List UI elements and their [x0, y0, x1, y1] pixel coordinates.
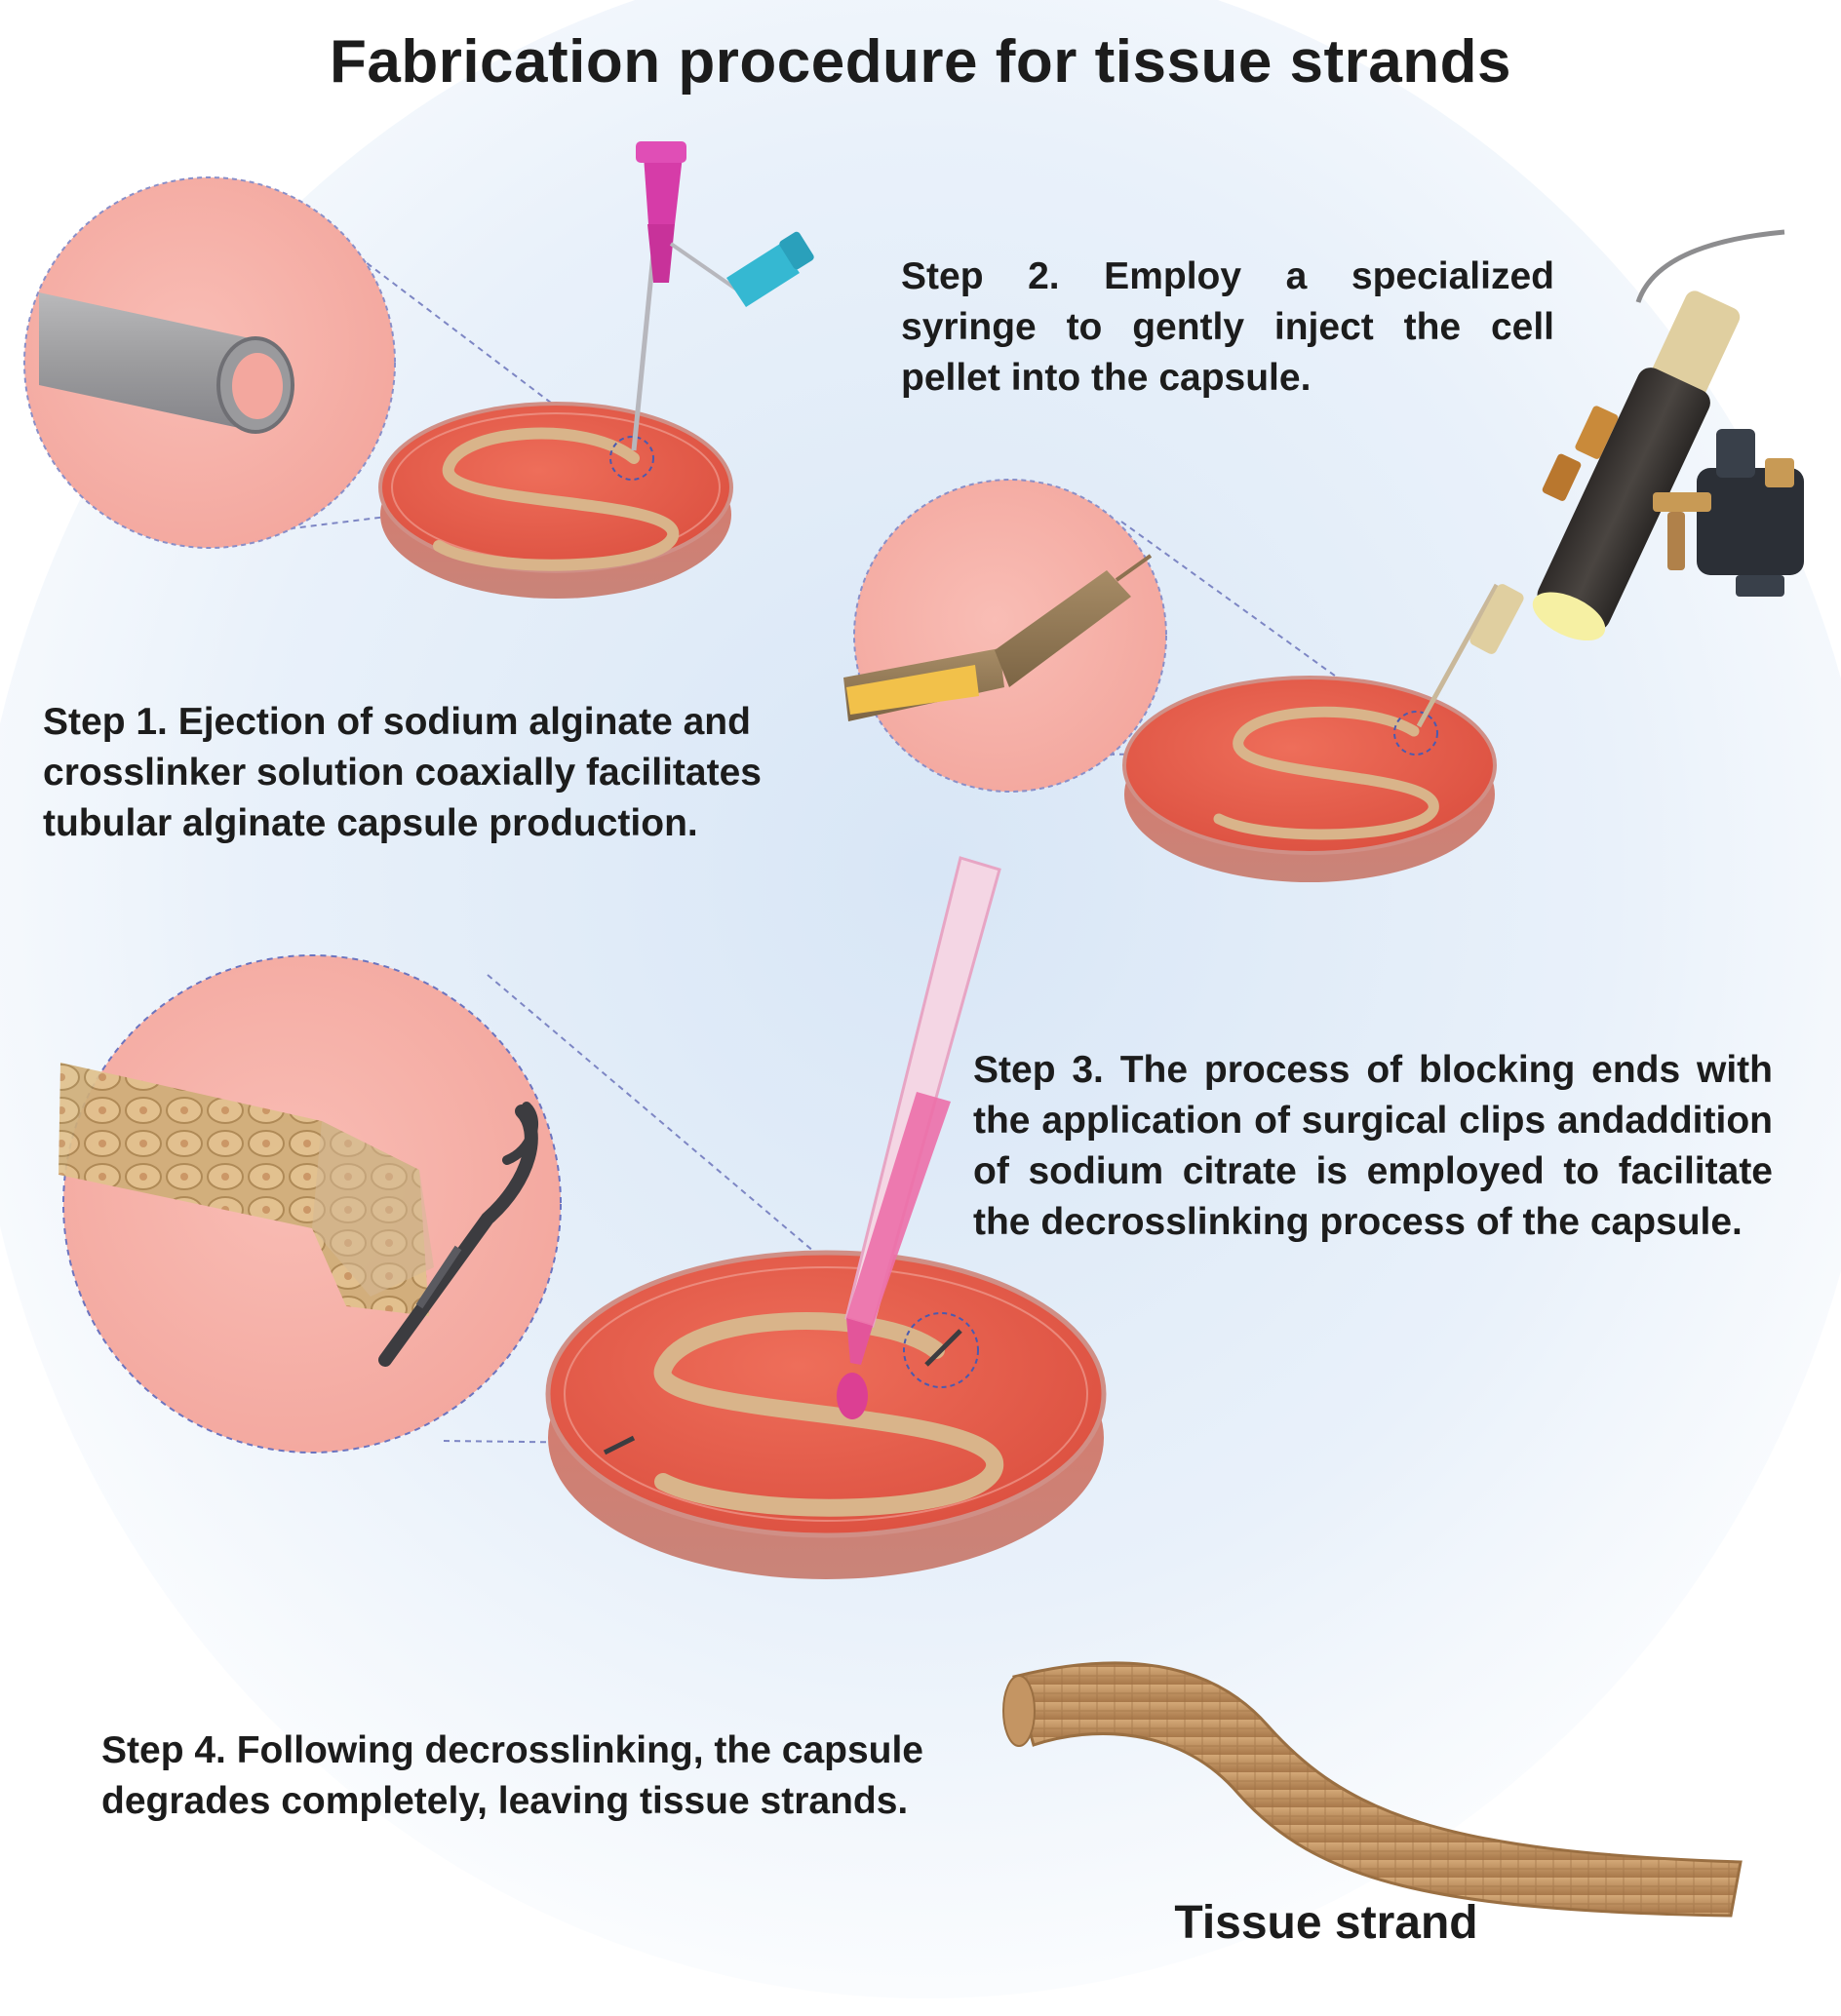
- figure-title: Fabrication procedure for tissue strands: [329, 28, 1512, 96]
- step1-illustration: [23, 141, 814, 599]
- micromanipulator: [1653, 429, 1804, 597]
- step1-caption: Step 1. Ejection of sodium alginate and …: [43, 701, 762, 844]
- tissue-strand-label: Tissue strand: [1174, 1897, 1478, 1949]
- step2-illustration: [843, 229, 1804, 882]
- step2-caption: Step 2. Employ a specialized syringe to …: [901, 255, 1554, 399]
- step4-caption: Step 4. Following decrosslinking, the ca…: [101, 1729, 923, 1822]
- step3-illustration: [59, 856, 1107, 1579]
- step3-caption: Step 3. The process of blocking ends wit…: [973, 1049, 1773, 1243]
- tissue-strand-illustration: [1002, 1661, 1743, 1918]
